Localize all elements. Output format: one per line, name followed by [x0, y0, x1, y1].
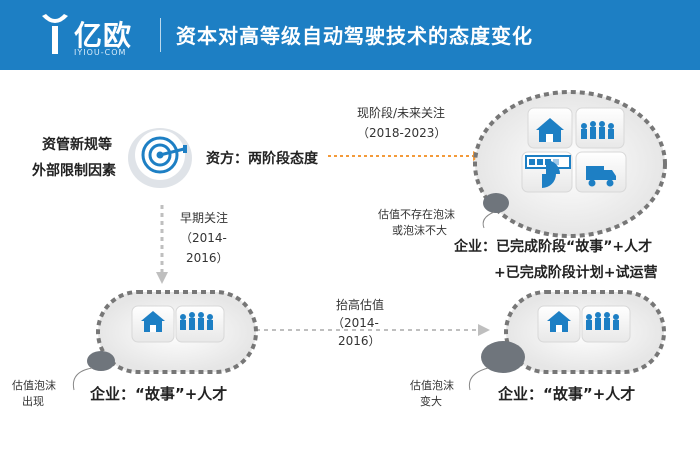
early-stage-cluster	[96, 290, 258, 374]
home-icon	[547, 311, 571, 332]
brand-url: IYIOU-COM	[74, 48, 127, 57]
home-icon	[141, 311, 165, 332]
truck-icon	[586, 166, 616, 187]
current-stage-line2: （2018-2023）	[357, 126, 447, 140]
team-icon	[586, 312, 619, 330]
bubble-label-bigger-1: 估值泡沫	[410, 379, 454, 392]
bubble-label-none-1: 估值不存在泡沫	[378, 208, 455, 221]
raised-stage-cluster	[504, 290, 666, 374]
constraint-line1: 资管新规等	[42, 137, 112, 153]
header-bar: 亿欧 IYIOU-COM 资本对高等级自动驾驶技术的态度变化	[0, 0, 700, 70]
bubble-small	[482, 193, 509, 229]
bubble-label-appear-2: 出现	[22, 395, 44, 408]
current-stage-line1: 现阶段/未来关注	[357, 106, 446, 120]
bubble-label-appear-1: 估值泡沫	[12, 379, 56, 392]
current-stage-cluster	[473, 90, 667, 238]
team-icon	[581, 121, 614, 139]
chart-icon	[525, 155, 571, 188]
bubble-large	[468, 341, 525, 391]
capital-label: 资方：两阶段态度	[206, 151, 318, 167]
page-title: 资本对高等级自动驾驶技术的态度变化	[176, 24, 533, 48]
enterprise-current-line2: +已完成阶段计划+试运营	[494, 265, 658, 281]
enterprise-current-line1: 企业：已完成阶段“故事”+人才	[454, 239, 653, 255]
early-stage-line3: 2016）	[186, 251, 229, 265]
enterprise-early: 企业：“故事”+人才	[90, 385, 228, 403]
bubble-label-none-2: 或泡沫不大	[392, 224, 447, 237]
bubble-label-bigger-2: 变大	[420, 395, 442, 408]
constraint-line2: 外部限制因素	[32, 163, 116, 179]
brand-name: 亿欧	[74, 19, 133, 52]
raised-valuation-line1: 抬高估值	[336, 298, 385, 312]
brand-logo-icon	[42, 14, 68, 54]
enterprise-raised: 企业：“故事”+人才	[498, 385, 636, 403]
raised-valuation-line2: （2014-	[332, 316, 379, 330]
home-icon	[536, 118, 564, 142]
header-divider	[160, 18, 161, 52]
bubble-medium	[72, 351, 115, 391]
raised-valuation-line3: 2016）	[338, 334, 381, 348]
target-icon	[128, 128, 192, 188]
early-stage-line1: 早期关注	[180, 211, 229, 225]
early-stage-line2: （2014-	[180, 231, 227, 245]
team-icon	[180, 312, 213, 330]
